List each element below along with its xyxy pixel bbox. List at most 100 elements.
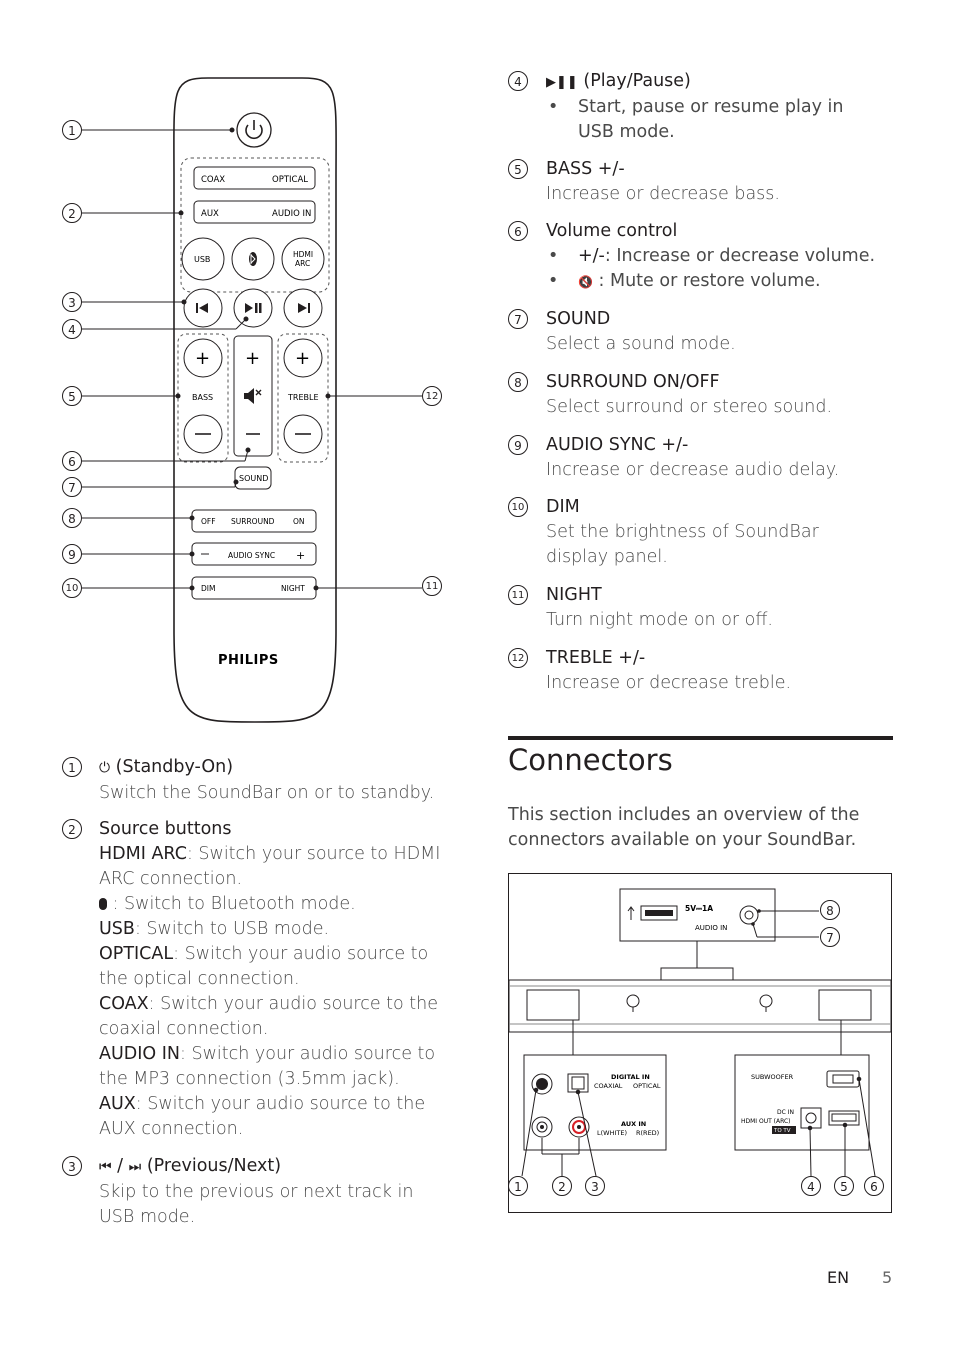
item-number: 3 (62, 1156, 82, 1176)
audio-in-label: AUDIO IN (695, 924, 727, 932)
mute-icon (244, 388, 262, 404)
connectors-diagram: 5V⎓1A AUDIO IN DIGITAL IN COAXIAL OPTICA… (508, 888, 892, 1177)
standby-entry: ⏻ (Standby-On) Switch the SoundBar on or… (99, 755, 449, 806)
on-label: ON (293, 517, 305, 526)
audio-in-label: AUDIO IN (272, 209, 311, 219)
hdmi-out-label: HDMI OUT (ARC) (741, 1118, 791, 1125)
callout-4: 4 (62, 319, 82, 339)
vol-plus-glyph: + (245, 348, 260, 369)
treble-label: TREBLE (287, 393, 319, 402)
hdmi-label: HDMI (293, 250, 313, 259)
aux-label: AUX (201, 209, 219, 219)
audio-sync-entry: AUDIO SYNC +/- Increase or decrease audi… (546, 435, 840, 480)
conn-callout-2: 2 (552, 1176, 572, 1196)
bluetooth-icon (99, 898, 107, 910)
connectors-figure: 5V⎓1A AUDIO IN DIGITAL IN COAXIAL OPTICA… (508, 873, 892, 1213)
usb-rating: 5V⎓1A (685, 904, 713, 913)
callout-12: 12 (422, 386, 442, 406)
item-number: 2 (62, 819, 82, 839)
sound-label: SOUND (239, 474, 268, 483)
entry-title: (Previous/Next) (146, 1156, 282, 1176)
plus-glyph: + (195, 348, 210, 369)
item-number: 6 (508, 221, 528, 241)
mute-icon: 🔇 (578, 275, 593, 289)
callout-2: 2 (62, 203, 82, 223)
usb-icon (627, 906, 635, 920)
item-number: 11 (508, 585, 528, 605)
callout-8: 8 (62, 508, 82, 528)
philips-logo: PHILIPS (218, 653, 279, 668)
digital-in-label: DIGITAL IN (611, 1073, 650, 1081)
conn-callout-4: 4 (801, 1176, 821, 1196)
surround-label: SURROUND (231, 517, 275, 526)
conn-callout-3: 3 (585, 1176, 605, 1196)
treble-plus-glyph: + (295, 348, 310, 369)
treble-plus-button (283, 338, 323, 378)
dim-entry: DIM Set the brightness of SoundBar displ… (546, 497, 819, 567)
next-icon: ⏭ (128, 1159, 142, 1175)
power-icon: ⏻ (99, 760, 111, 776)
section-heading: Connectors (508, 743, 673, 777)
sound-entry: SOUND Select a sound mode. (546, 309, 736, 354)
play-pause-icon (245, 303, 262, 313)
section-intro: This section includes an overview of the… (508, 805, 860, 850)
callout-9: 9 (62, 544, 82, 564)
callout-1: 1 (62, 120, 82, 140)
callout-7: 7 (62, 477, 82, 497)
bass-plus-button (183, 338, 223, 378)
audio-sync-label: AUDIO SYNC (228, 551, 275, 560)
item-number: 5 (508, 159, 528, 179)
bullet-item: Start, pause or resume play in USB mode. (546, 95, 876, 145)
surround-entry: SURROUND ON/OFF Select surround or stere… (546, 372, 833, 417)
entry-title: (Play/Pause) (583, 71, 691, 91)
item-number: 7 (508, 309, 528, 329)
sync-plus-glyph: + (296, 549, 305, 562)
coax-optical-button (193, 166, 316, 190)
conn-callout-5: 5 (834, 1176, 854, 1196)
l-white-label: L(WHITE) (597, 1129, 627, 1137)
entry-title: Source buttons (99, 819, 232, 839)
to-tv-label: TO TV (773, 1128, 791, 1134)
item-number: 10 (508, 497, 528, 517)
hdmi-arc-button (281, 237, 325, 281)
subwoofer-label: SUBWOOFER (751, 1073, 794, 1081)
power-icon (245, 120, 263, 140)
entry-desc: Skip to the previous or next track in US… (99, 1182, 414, 1227)
play-pause-icon: ▶❚❚ (546, 75, 578, 90)
remote-illustration: COAX OPTICAL AUX AUDIO IN USB HDMI ARC +… (82, 77, 422, 723)
section-rule (508, 736, 893, 740)
prev-next-entry: ⏮ / ⏭ (Previous/Next) Skip to the previo… (99, 1154, 444, 1230)
bass-label: BASS (192, 393, 213, 402)
volume-entry: Volume control +/-: Increase or decrease… (546, 219, 876, 295)
aux-audioin-button (193, 200, 316, 224)
source-entry: Source buttons HDMI ARC: Switch your sou… (99, 817, 444, 1142)
bass-group (177, 333, 229, 463)
previous-icon (196, 303, 208, 313)
off-label: OFF (201, 517, 216, 526)
callout-3: 3 (62, 292, 82, 312)
play-pause-entry: ▶❚❚ (Play/Pause) Start, pause or resume … (546, 69, 876, 145)
callout-11: 11 (422, 576, 442, 596)
dc-in-port (800, 1107, 822, 1129)
bluetooth-icon (249, 252, 257, 266)
coax-label: COAX (201, 175, 225, 185)
callout-10: 10 (62, 578, 82, 598)
bass-entry: BASS +/- Increase or decrease bass. (546, 159, 780, 204)
conn-callout-1: 1 (508, 1176, 528, 1196)
next-icon (298, 303, 310, 313)
surround-button (191, 509, 317, 533)
night-label: NIGHT (281, 584, 305, 593)
optical-label: OPTICAL (272, 175, 308, 185)
footer-language: EN (827, 1268, 850, 1287)
item-number: 4 (508, 71, 528, 91)
coaxial-label: COAXIAL (594, 1082, 623, 1090)
conn-callout-8: 8 (820, 900, 840, 920)
previous-icon: ⏮ (99, 1159, 112, 1175)
item-number: 1 (62, 757, 82, 777)
conn-callout-6: 6 (864, 1176, 884, 1196)
usb-button (181, 237, 225, 281)
callout-5: 5 (62, 386, 82, 406)
entry-title: (Standby-On) (115, 757, 234, 777)
aux-in-label: AUX IN (621, 1120, 646, 1128)
optical-label: OPTICAL (633, 1082, 661, 1090)
